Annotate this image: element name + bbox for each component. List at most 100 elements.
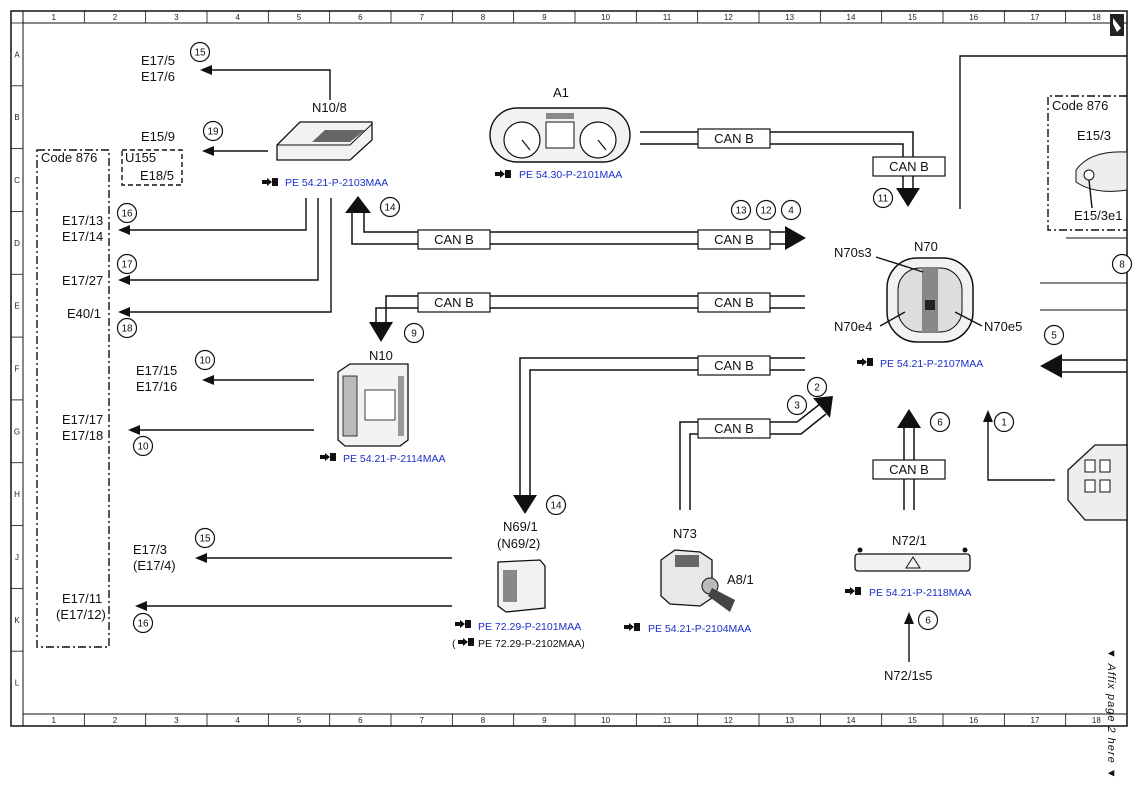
grid-row-label: C [14,176,20,185]
callout-number: 15 [194,48,206,59]
svg-text:N69/1: N69/1 [503,519,538,534]
grid-col-label: 4 [235,13,240,22]
svg-text:A1: A1 [553,85,569,100]
callout-c11: 11 [872,187,894,209]
svg-text:PE 54.21-P-2114MAA: PE 54.21-P-2114MAA [343,453,446,465]
grid-col-label: 12 [724,716,733,725]
grid-col-label: 3 [174,716,179,725]
svg-text:PE 54.21-P-2103MAA: PE 54.21-P-2103MAA [285,177,388,189]
callout-c13: 13 [730,199,752,221]
svg-text:(E17/12): (E17/12) [56,607,106,622]
grid-col-label: 13 [785,716,794,725]
callout-c19: 19 [202,120,224,142]
can-b-box: CAN B [872,459,946,480]
callout-number: 19 [207,127,219,138]
svg-text:Code 876: Code 876 [1052,98,1108,113]
grid-row-label: H [14,490,20,499]
grid-row-label: G [14,427,20,436]
callout-c4: 4 [780,199,802,221]
svg-text:E17/6: E17/6 [141,69,175,84]
svg-text:(E17/4): (E17/4) [133,558,176,573]
callout-number: 6 [937,418,943,429]
callout-number: 14 [550,501,562,512]
svg-text:N10: N10 [369,348,393,363]
can-b-box: CAN B [697,128,771,149]
callout-c10a: 10 [194,349,216,371]
svg-text:E17/13: E17/13 [62,213,103,228]
svg-text:E17/5: E17/5 [141,53,175,68]
svg-text:E15/3e1: E15/3e1 [1074,208,1122,223]
callout-c6a: 6 [929,411,951,433]
n10-8-module: N10/8 PE 54.21-P-2103MAA [262,100,388,189]
can-b-box: CAN B [417,292,491,313]
callout-c9: 9 [403,322,425,344]
svg-text:E15/3: E15/3 [1077,128,1111,143]
grid-col-label: 12 [724,13,733,22]
callout-number: 16 [121,209,133,220]
svg-text:N70: N70 [914,239,938,254]
svg-text:N70s3: N70s3 [834,245,872,260]
grid-col-label: 16 [969,13,978,22]
svg-text:N73: N73 [673,526,697,541]
grid-row-label: K [14,616,20,625]
callout-number: 8 [1119,260,1125,271]
svg-text:E18/5: E18/5 [140,168,174,183]
callout-number: 13 [735,206,747,217]
grid-row-label: F [15,365,20,374]
svg-text:E17/15: E17/15 [136,363,177,378]
grid-col-label: 7 [419,13,424,22]
n73-ignition-switch: N73 A8/1 PE 54.21-P-2104MAA [624,526,754,635]
callout-c10b: 10 [132,435,154,457]
e15-9-label: E15/9 [141,129,175,144]
can-b-box: CAN B [872,156,946,177]
right-module-partial [1067,444,1128,521]
callout-c1: 1 [993,411,1015,433]
grid-col-label: 6 [358,716,363,725]
callout-number: 10 [199,356,211,367]
grid-col-label: 10 [601,13,610,22]
grid-col-label: 7 [419,716,424,725]
svg-text:U155: U155 [125,150,156,165]
callout-number: 1 [1001,418,1007,429]
grid-row-label: L [15,679,20,688]
grid-row-label: B [14,113,19,122]
grid-row-label: J [15,553,19,562]
grid-col-label: 4 [235,716,240,725]
svg-text:E17/16: E17/16 [136,379,177,394]
grid-row-label: E [14,302,19,311]
svg-text:E17/14: E17/14 [62,229,103,244]
grid-col-label: 18 [1092,13,1101,22]
grid-col-label: 13 [785,13,794,22]
callout-c3: 3 [786,394,808,416]
can-b-label: CAN B [714,295,754,310]
can-bus-arrows [345,188,1062,514]
grid-col-label: 1 [51,13,56,22]
callout-c2: 2 [806,376,828,398]
callout-c18: 18 [116,317,138,339]
grid-row-label: D [14,239,20,248]
svg-text:E17/3: E17/3 [133,542,167,557]
svg-text:E17/27: E17/27 [62,273,103,288]
callout-c6b: 6 [917,609,939,631]
callout-number: 11 [878,194,889,205]
callout-number: 4 [788,206,794,217]
callout-c16a: 16 [116,202,138,224]
can-b-label: CAN B [889,462,929,477]
svg-text:N72/1: N72/1 [892,533,927,548]
grid-col-label: 17 [1031,13,1040,22]
svg-text:PE 54.21-P-2107MAA: PE 54.21-P-2107MAA [880,358,983,370]
svg-text:PE 72.29-P-2101MAA: PE 72.29-P-2101MAA [478,621,581,633]
svg-text:N70e5: N70e5 [984,319,1022,334]
grid-col-label: 8 [481,13,486,22]
callout-number: 16 [137,619,149,630]
grid-col-label: 9 [542,716,547,725]
grid-col-label: 5 [297,13,302,22]
can-b-label: CAN B [434,232,474,247]
can-b-label: CAN B [714,131,754,146]
grid-col-label: 16 [969,716,978,725]
svg-text:E40/1: E40/1 [67,306,101,321]
grid-col-label: 14 [847,716,856,725]
can-b-box: CAN B [417,229,491,250]
svg-text:PE 54.30-P-2101MAA: PE 54.30-P-2101MAA [519,169,622,181]
right-wire-top [959,55,1127,209]
